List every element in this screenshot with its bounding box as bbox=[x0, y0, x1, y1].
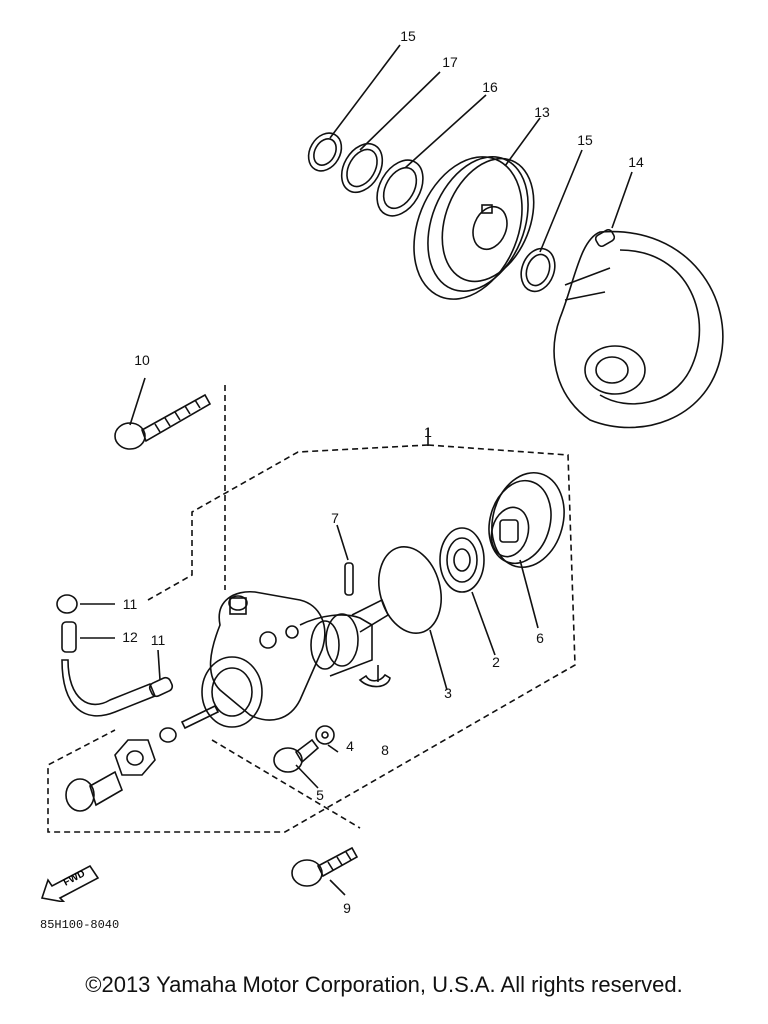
part-label-15b: 15 bbox=[577, 132, 593, 148]
pin-7 bbox=[336, 524, 354, 596]
washer-4 bbox=[315, 725, 339, 753]
dowel-pin-14 bbox=[594, 228, 616, 248]
clip-8 bbox=[358, 665, 391, 688]
banjo-bolt bbox=[65, 770, 123, 812]
part-label-9: 9 bbox=[343, 900, 351, 916]
hose-12 bbox=[56, 594, 157, 717]
part-label-14: 14 bbox=[628, 154, 644, 170]
bolt-10 bbox=[114, 377, 212, 450]
forward-arrow-icon bbox=[40, 864, 100, 902]
gear-13 bbox=[413, 156, 535, 300]
part-label-16: 16 bbox=[482, 79, 498, 95]
part-label-7: 7 bbox=[331, 510, 339, 526]
bolt-9 bbox=[291, 846, 359, 896]
pump-shaft bbox=[114, 704, 220, 776]
washer-16 bbox=[376, 159, 424, 217]
bearing-2 bbox=[439, 527, 485, 593]
circlip-15-left bbox=[307, 132, 343, 172]
part-label-17: 17 bbox=[442, 54, 458, 70]
part-label-3: 3 bbox=[444, 685, 452, 701]
crankcase-cover bbox=[553, 230, 724, 429]
drawing-code: 85H100-8040 bbox=[40, 918, 120, 932]
part-label-8: 8 bbox=[381, 742, 389, 758]
copyright-notice: ©2013 Yamaha Motor Corporation, U.S.A. A… bbox=[85, 972, 683, 997]
part-label-10: 10 bbox=[134, 352, 150, 368]
screw-5 bbox=[273, 738, 320, 789]
part-label-4: 4 bbox=[346, 738, 354, 754]
part-label-13: 13 bbox=[534, 104, 550, 120]
exploded-parts-diagram bbox=[47, 44, 724, 896]
circlip-15-right bbox=[520, 247, 556, 293]
drive-gear-6 bbox=[488, 471, 565, 569]
part-label-6: 6 bbox=[536, 630, 544, 646]
part-label-1: 1 bbox=[424, 424, 432, 440]
o-ring-3 bbox=[378, 545, 442, 635]
clamp-11 bbox=[148, 676, 174, 698]
part-label-12: 12 bbox=[122, 629, 138, 645]
leader-lines-top bbox=[329, 44, 633, 253]
part-label-5: 5 bbox=[316, 787, 324, 803]
leader-lines-lower bbox=[80, 559, 539, 691]
oil-pump-body bbox=[201, 590, 389, 728]
part-label-2: 2 bbox=[492, 654, 500, 670]
assembly-boundary bbox=[47, 385, 576, 833]
part-label-11a: 11 bbox=[122, 596, 138, 612]
part-label-15a: 15 bbox=[400, 28, 416, 44]
washer-17 bbox=[340, 142, 384, 194]
part-label-11b: 11 bbox=[150, 632, 166, 648]
